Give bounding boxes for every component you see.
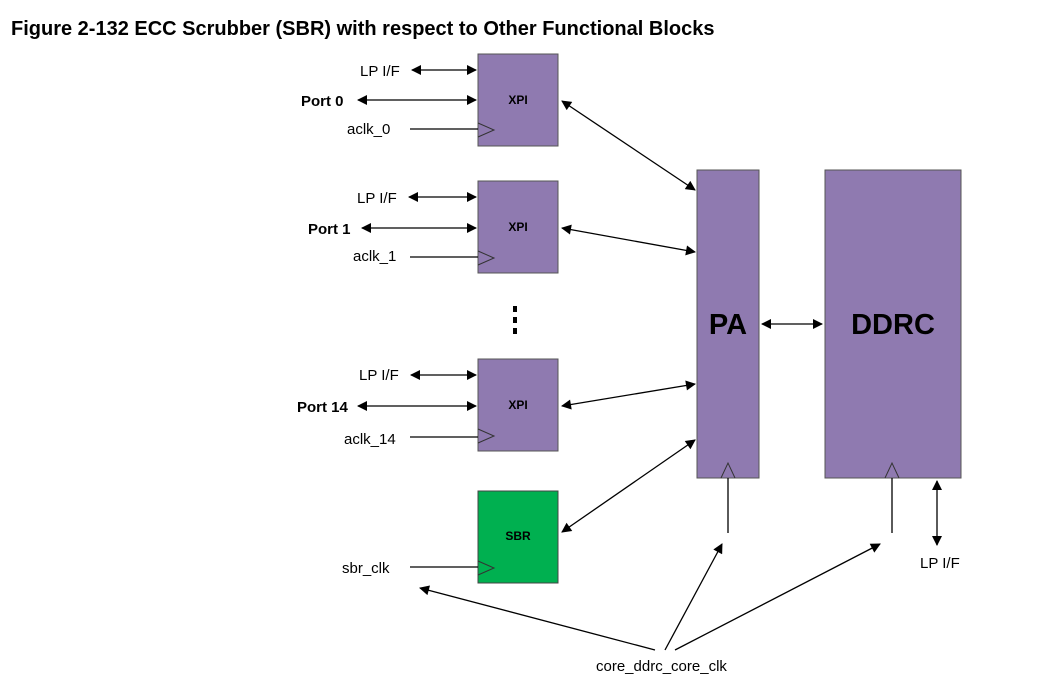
xpi14-pa-arrow	[561, 380, 696, 410]
ellipsis-icon	[513, 306, 517, 334]
lp-if-label: LP I/F	[359, 367, 399, 384]
clock-input-triangle	[477, 250, 496, 266]
port-label: Port 0	[301, 93, 344, 110]
sbr-block-label: SBR	[505, 529, 531, 543]
ddrc-block	[824, 169, 962, 479]
ddrc-lp-if-label: LP I/F	[920, 555, 960, 572]
sbr-clock-label: sbr_clk	[342, 560, 390, 577]
ddrc-group: DDRC LP I/F	[824, 169, 962, 572]
sbr-group: SBR sbr_clk	[342, 490, 559, 584]
clock-label: aclk_1	[353, 248, 396, 265]
xpi-block-label: XPI	[508, 93, 527, 107]
ddrc-block-label: DDRC	[851, 309, 935, 341]
clock-input-triangle	[477, 560, 496, 576]
sbr-pa-arrow	[561, 439, 696, 533]
figure-title: Figure 2-132 ECC Scrubber (SBR) with res…	[11, 18, 715, 40]
pa-block-label: PA	[709, 309, 747, 341]
core-clk-to-pa-arrow	[664, 543, 723, 651]
port-label: Port 1	[308, 221, 351, 238]
xpi-group-port-0: XPI LP I/F Port 0 aclk_0	[301, 53, 559, 147]
pa-group: PA	[696, 169, 760, 479]
clock-input-triangle	[884, 461, 900, 479]
xpi1-pa-arrow	[561, 224, 696, 256]
xpi-block-label: XPI	[508, 220, 527, 234]
xpi-group-port-1: XPI LP I/F Port 1 aclk_1	[308, 180, 559, 274]
clock-label: aclk_0	[347, 121, 390, 138]
xpi-block-port-1	[477, 180, 559, 274]
core-clk-to-ddrc-arrow	[674, 543, 881, 651]
pa-block	[696, 169, 760, 479]
clock-input-triangle	[720, 461, 736, 479]
lp-if-label: LP I/F	[357, 190, 397, 207]
port-label: Port 14	[297, 399, 349, 416]
clock-input-triangle	[477, 122, 496, 138]
clock-label: aclk_14	[344, 431, 396, 448]
clock-input-triangle	[477, 428, 496, 444]
core-clock-label: core_ddrc_core_clk	[596, 658, 727, 675]
xpi-block-label: XPI	[508, 398, 527, 412]
core-clk-to-sbr-arrow	[419, 585, 656, 651]
lp-if-label: LP I/F	[360, 63, 400, 80]
xpi-block-port-14	[477, 358, 559, 452]
xpi0-pa-arrow	[561, 100, 696, 191]
sbr-block	[477, 490, 559, 584]
xpi-group-port-14: XPI LP I/F Port 14 aclk_14	[297, 358, 559, 452]
